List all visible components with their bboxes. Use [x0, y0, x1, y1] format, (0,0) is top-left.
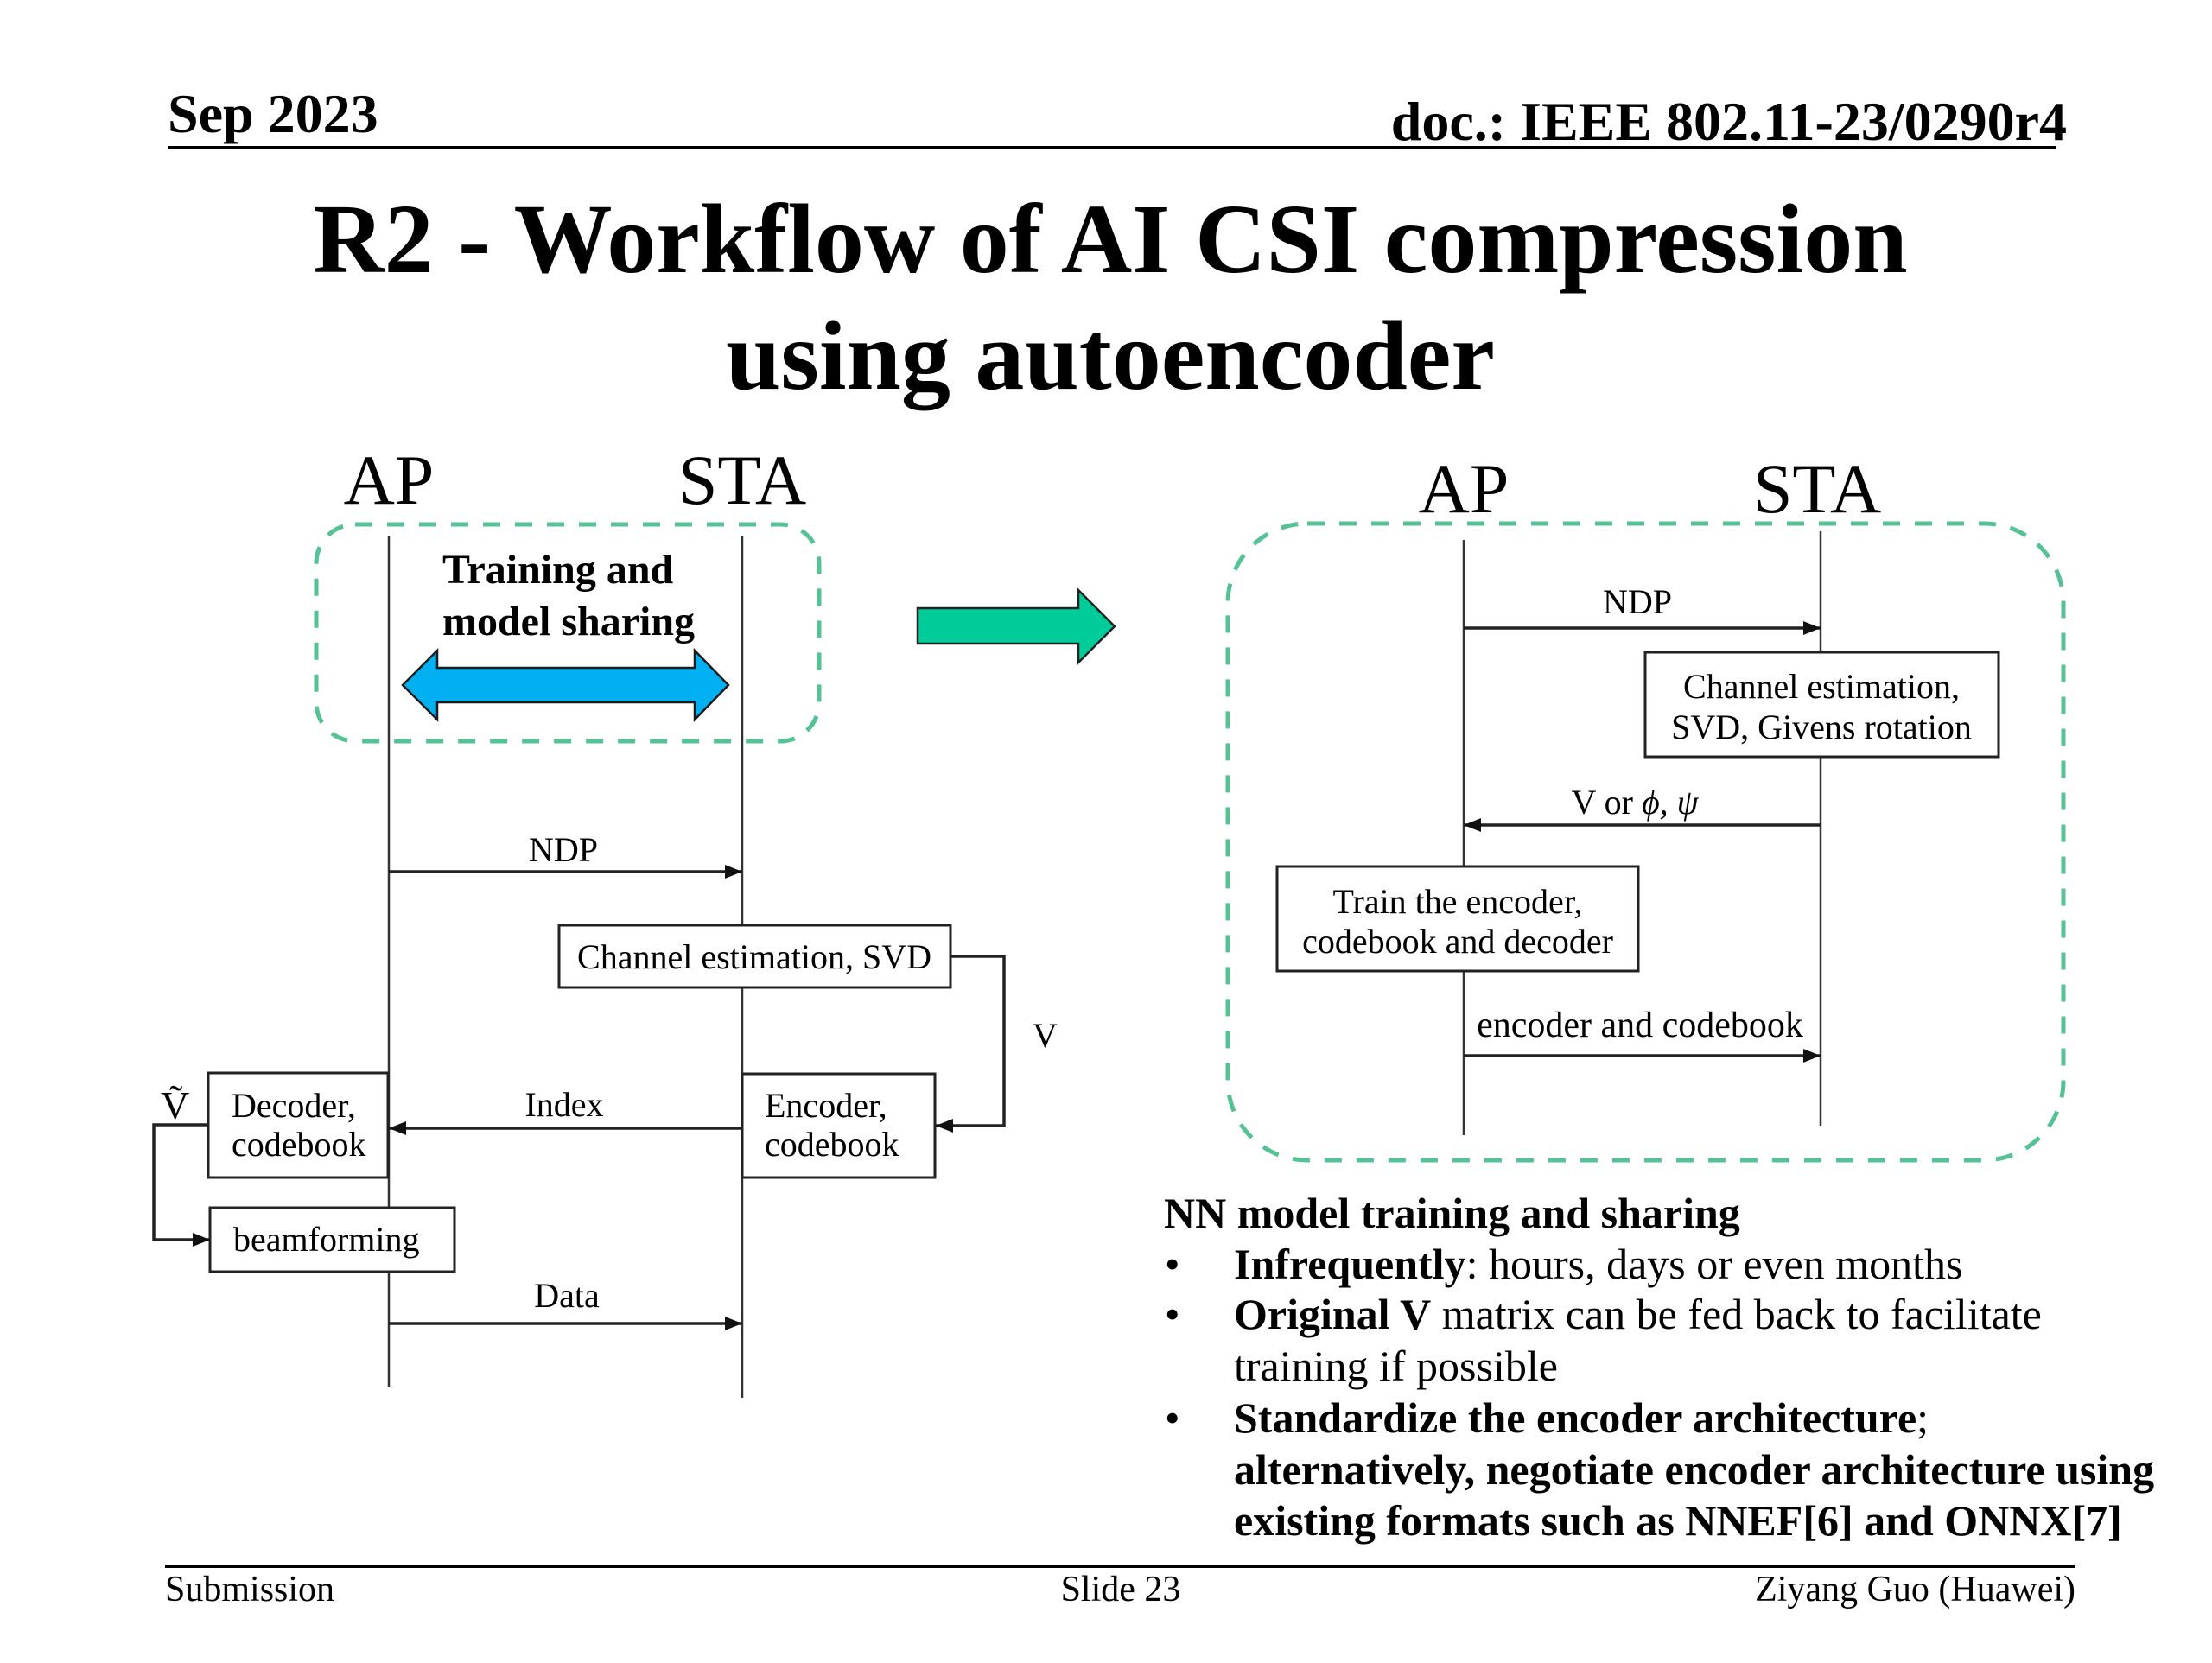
notes-block: NN model training and sharing • Infreque… [1164, 1189, 2154, 1545]
train-box-line2: codebook and decoder [1302, 922, 1613, 961]
slide-title-line2: using autoencoder [726, 301, 1495, 410]
bullet-item-text: : hours, days or even months [1466, 1240, 1963, 1288]
feedback-label: V or ϕ, ψ [1571, 783, 1699, 822]
footer-author: Ziyang Guo (Huawei) [1755, 1570, 2075, 1609]
v-tilde-label: Ṽ [161, 1083, 189, 1127]
slide-title-line1: R2 - Workflow of AI CSI compression [313, 184, 1907, 294]
right-sta-label: STA [1753, 449, 1881, 528]
bullet-item: Original V matrix can be fed back to fac… [1234, 1290, 2042, 1338]
left-ap-label: AP [344, 441, 435, 519]
encoder-box-line2: codebook [765, 1125, 899, 1164]
left-channel-estimation-box [557, 924, 952, 989]
notes-heading: NN model training and sharing [1164, 1189, 1740, 1237]
left-sta-label: STA [678, 441, 806, 519]
decoder-box-line2: codebook [232, 1125, 366, 1164]
bullet-item-continuation: existing formats such as NNEF[6] and ONN… [1234, 1496, 2122, 1545]
bullet-item-continuation: alternatively, negotiate encoder archite… [1234, 1445, 2154, 1494]
right-sequence-diagram: AP STA NDP Channel estimation, SVD, Give… [1225, 449, 2066, 1163]
beamforming-text: beamforming [233, 1220, 420, 1259]
training-detail-dashed-frame [1225, 521, 2066, 1163]
bullet-item-bold: Standardize the encoder architecture [1234, 1393, 1916, 1442]
encoder-codebook-box [741, 1072, 937, 1179]
bullet-icon: • [1165, 1290, 1180, 1338]
bullet-item-continuation: training if possible [1234, 1342, 1558, 1390]
bullet-item: Infrequently: hours, days or even months [1234, 1240, 1963, 1288]
right-channel-box-line1: Channel estimation, [1683, 667, 1960, 706]
train-box-line1: Train the encoder, [1332, 882, 1582, 921]
bullet-icon: • [1165, 1393, 1180, 1442]
v-connector-arrow [936, 955, 1006, 1133]
right-channel-box-line2: SVD, Givens rotation [1671, 708, 1972, 746]
header-doc-id: doc.: IEEE 802.11-23/0290r4 [1391, 91, 2067, 152]
beamforming-box [208, 1206, 456, 1273]
header-date: Sep 2023 [168, 83, 378, 144]
model-transfer-label: encoder and codebook [1477, 1006, 1803, 1045]
reconstructed-v-arrow [152, 1123, 210, 1247]
index-label: Index [524, 1085, 603, 1124]
left-channel-estimation-text: Channel estimation, SVD [577, 937, 931, 976]
training-sharing-label-line2: model sharing [442, 599, 695, 644]
bullet-item-bold: Original V [1234, 1290, 1431, 1338]
encoder-box-line1: Encoder, [765, 1086, 887, 1125]
feedback-label-symbols: ϕ, ψ [1642, 783, 1700, 822]
left-sequence-diagram: AP STA Training and model sharing NDP Ch… [152, 441, 1058, 1398]
right-ap-label: AP [1419, 449, 1510, 528]
footer-slide-number: Slide 23 [1061, 1570, 1181, 1609]
train-model-box [1275, 865, 1640, 973]
decoder-box-line1: Decoder, [232, 1086, 356, 1125]
decoder-codebook-box [207, 1071, 390, 1179]
left-ndp-label: NDP [529, 830, 598, 869]
bullet-item: Standardize the encoder architecture; [1234, 1393, 1929, 1442]
double-arrow-icon [401, 647, 730, 723]
data-label: Data [534, 1276, 600, 1315]
footer-submission: Submission [165, 1570, 334, 1609]
training-sharing-label-line1: Training and [442, 547, 674, 593]
right-arrow-icon [916, 587, 1116, 666]
right-ndp-label: NDP [1603, 582, 1672, 621]
bullet-item-bold: Infrequently [1234, 1240, 1466, 1288]
bullet-item-text: matrix can be fed back to facilitate [1431, 1290, 2042, 1338]
bullet-icon: • [1165, 1240, 1180, 1288]
training-sharing-dashed-frame [314, 522, 822, 744]
right-channel-estimation-box [1643, 651, 2000, 759]
v-label: V [1033, 1016, 1058, 1055]
feedback-label-prefix: V or [1571, 783, 1641, 822]
bullet-item-text: ; [1916, 1393, 1929, 1442]
